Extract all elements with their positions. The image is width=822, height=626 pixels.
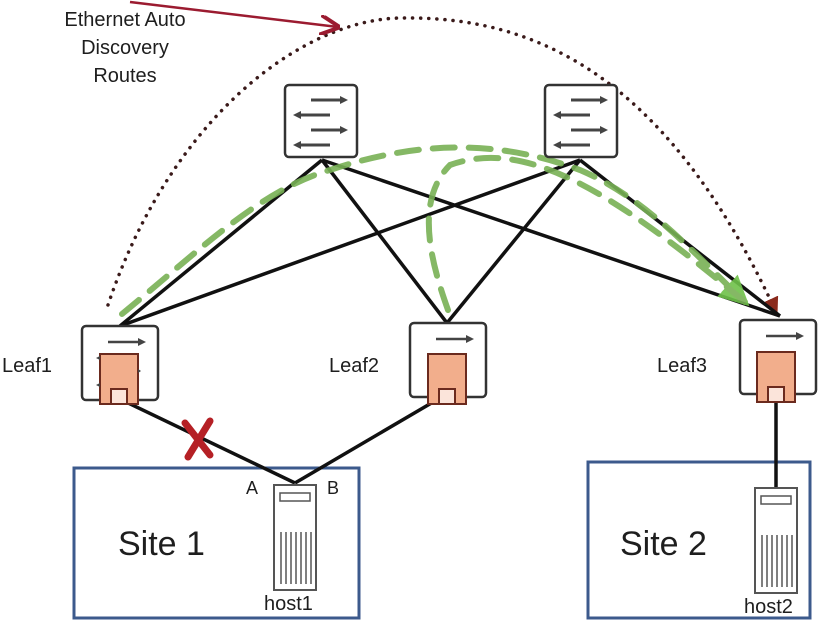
link-leaf2-host1-B: [294, 396, 441, 485]
vtep-icon: [96, 353, 141, 405]
route-paths: [119, 144, 750, 317]
port-a-label: A: [246, 478, 259, 498]
leaf2-label: Leaf2: [329, 355, 380, 377]
annotation-line: Ethernet Auto: [64, 9, 186, 31]
vtep-icon: [756, 351, 796, 403]
host2-server-icon: [754, 487, 798, 594]
annotation-line: Routes: [93, 65, 157, 87]
spine2-switch: [543, 83, 619, 159]
host1-server-icon: [273, 484, 317, 591]
link-spine1-leaf3: [321, 158, 781, 318]
host1-label: host1: [264, 593, 313, 615]
leaf1-label: Leaf1: [2, 355, 53, 377]
leaf2-switch: [408, 321, 488, 405]
link-spine2-leaf2: [445, 158, 582, 325]
host2-label: host2: [744, 596, 793, 618]
route-leaf2-to-leaf3: [425, 155, 748, 313]
link-spine1-leaf1: [118, 158, 324, 328]
vtep-icon: [427, 353, 467, 405]
leaf3-switch: [738, 318, 818, 403]
annotation-line: Discovery: [81, 37, 169, 59]
annotation-arrow: [129, 0, 338, 27]
site1-label: Site 1: [118, 525, 205, 563]
leaf3-label: Leaf3: [657, 355, 708, 377]
fabric-links: [118, 158, 782, 328]
link-failure-x-icon: [181, 417, 214, 461]
route-leaf1-to-leaf3: [119, 144, 750, 317]
switch-arrows-icon: [553, 96, 608, 149]
spine1-switch: [283, 83, 359, 159]
ead-routes-annotation: Ethernet Auto Discovery Routes: [30, 6, 220, 90]
ead-route-arc: [106, 16, 779, 316]
switch-arrows-icon: [293, 96, 348, 149]
access-links: [121, 396, 778, 488]
link-spine1-leaf2: [320, 158, 449, 325]
port-b-label: B: [327, 478, 340, 498]
site2-label: Site 2: [620, 525, 707, 563]
link-spine2-leaf1: [119, 158, 581, 328]
leaf1-switch: [80, 324, 160, 405]
link-leaf1-host1-A: [121, 398, 296, 485]
